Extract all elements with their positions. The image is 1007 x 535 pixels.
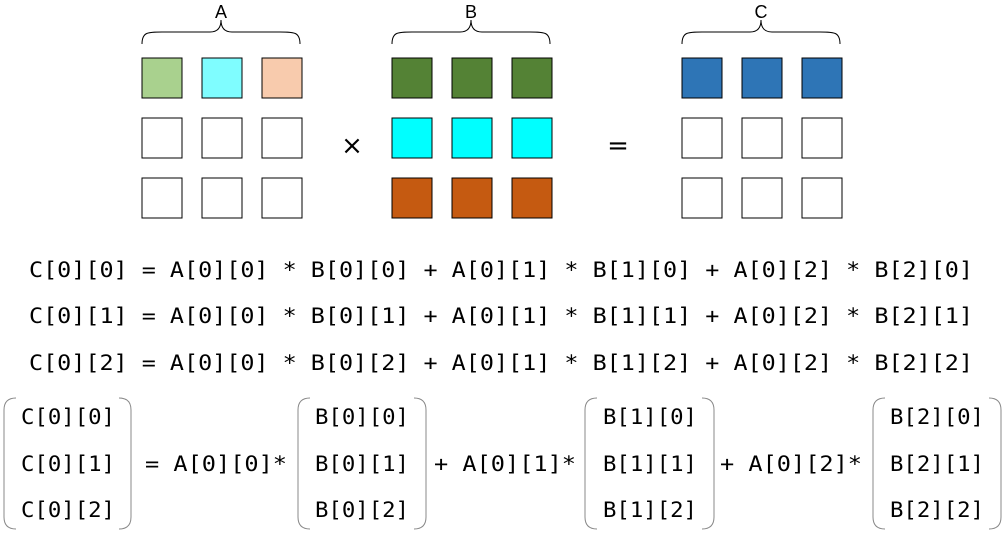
- matrix-a-cell-0-2: [261, 57, 303, 99]
- matrix-a-brace: [141, 19, 301, 45]
- lhs-right-paren: [118, 397, 132, 530]
- term-2-right-paren: [701, 397, 715, 530]
- equation-row-1: C[0][0] = A[0][0] * B[0][0] + A[0][1] * …: [29, 258, 973, 282]
- matrix-a-cell-0-0: [141, 57, 183, 99]
- term-3-entry-1: B[2][0]: [890, 405, 984, 429]
- equation-row-3: C[0][2] = A[0][0] * B[0][2] + A[0][1] * …: [29, 351, 973, 375]
- term-1-left-paren: [297, 397, 311, 530]
- multiply-sign: ×: [341, 131, 363, 161]
- matrix-b: B: [391, 2, 553, 219]
- matrix-a-label: A: [215, 2, 227, 22]
- term-2-vector: B[1][0] B[1][1] B[1][2]: [584, 397, 715, 530]
- matrix-b-cell-2-1: [451, 177, 493, 219]
- term-2-left-paren: [584, 397, 598, 530]
- matrix-c-brace: [681, 19, 841, 45]
- matrix-b-label: B: [465, 2, 477, 22]
- matrix-b-cell-1-2: [511, 117, 553, 159]
- matrix-b-cell-2-0: [391, 177, 433, 219]
- matrix-c-cell-2-2: [801, 177, 843, 219]
- matrix-b-cell-0-2: [511, 57, 553, 99]
- vector-equation: C[0][0] C[0][1] C[0][2] = A[0][0]* B[0][…: [3, 397, 1002, 530]
- matrix-b-cell-2-2: [511, 177, 553, 219]
- matrix-c-cell-1-1: [741, 117, 783, 159]
- matrix-c-cell-0-2: [801, 57, 843, 99]
- matrix-a-cell-0-1: [201, 57, 243, 99]
- term-2-coefficient: + A[0][1]*: [434, 452, 576, 476]
- matrix-c-cell-0-1: [741, 57, 783, 99]
- matrix-b-cell-0-0: [391, 57, 433, 99]
- term-1-entry-3: B[0][2]: [315, 498, 409, 522]
- matrix-c-cell-1-2: [801, 117, 843, 159]
- matrix-b-brace: [391, 19, 551, 45]
- matrix-a-cell-1-0: [141, 117, 183, 159]
- matrix-a-cell-2-0: [141, 177, 183, 219]
- matrix-a-cell-2-1: [201, 177, 243, 219]
- matrix-c-cell-2-0: [681, 177, 723, 219]
- term-3-entry-3: B[2][2]: [890, 498, 984, 522]
- term-1-right-paren: [413, 397, 427, 530]
- matrix-a: A: [141, 2, 303, 219]
- matrix-a-cell-1-1: [201, 117, 243, 159]
- matrix-a-cell-2-2: [261, 177, 303, 219]
- matrix-c: C: [681, 2, 843, 219]
- lhs-entry-2: C[0][1]: [21, 452, 115, 476]
- term-3-vector: B[2][0] B[2][1] B[2][2]: [872, 397, 1002, 530]
- term-3-coefficient: + A[0][2]*: [720, 452, 862, 476]
- term-1-coefficient: = A[0][0]*: [145, 452, 287, 476]
- term-1-entry-1: B[0][0]: [315, 405, 409, 429]
- term-1-entry-2: B[0][1]: [315, 452, 409, 476]
- lhs-vector: C[0][0] C[0][1] C[0][2]: [3, 397, 132, 530]
- matrix-b-cell-0-1: [451, 57, 493, 99]
- equals-sign: =: [607, 131, 629, 161]
- lhs-entry-3: C[0][2]: [21, 498, 115, 522]
- matrix-c-cell-0-0: [681, 57, 723, 99]
- term-3-right-paren: [988, 397, 1002, 530]
- matrix-b-cell-1-1: [451, 117, 493, 159]
- lhs-entry-1: C[0][0]: [21, 405, 115, 429]
- term-2-entry-3: B[1][2]: [603, 498, 697, 522]
- term-3-entry-2: B[2][1]: [890, 452, 984, 476]
- term-3-left-paren: [872, 397, 886, 530]
- lhs-left-paren: [3, 397, 17, 530]
- matrix-c-cell-1-0: [681, 117, 723, 159]
- equation-row-2: C[0][1] = A[0][0] * B[0][1] + A[0][1] * …: [29, 304, 973, 328]
- matrix-a-cell-1-2: [261, 117, 303, 159]
- matrix-b-cell-1-0: [391, 117, 433, 159]
- term-2-entry-2: B[1][1]: [603, 452, 697, 476]
- term-1-vector: B[0][0] B[0][1] B[0][2]: [297, 397, 427, 530]
- matrix-c-label: C: [755, 2, 768, 22]
- term-2-entry-1: B[1][0]: [603, 405, 697, 429]
- matrix-c-cell-2-1: [741, 177, 783, 219]
